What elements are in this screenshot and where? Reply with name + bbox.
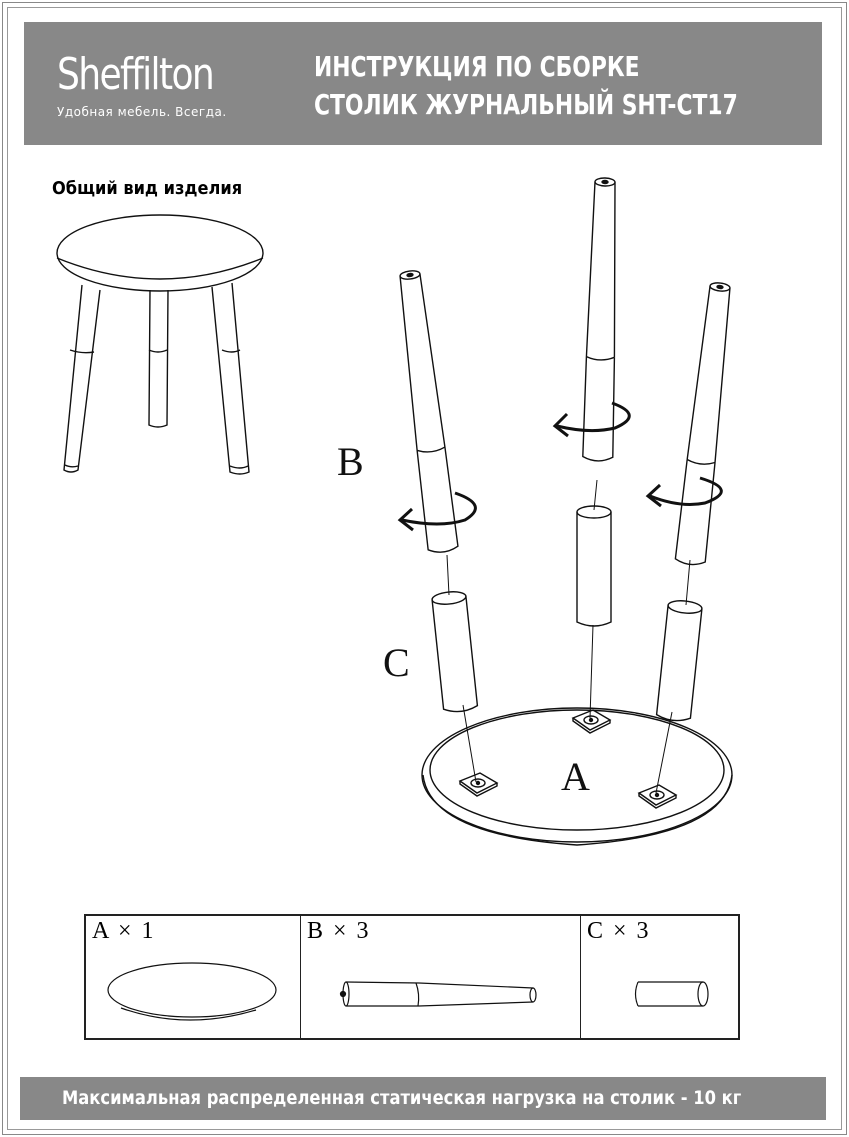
part-c-cell: C × 3 <box>581 916 744 1038</box>
sleeve-c-middle <box>576 505 612 627</box>
part-a-drawing <box>107 962 277 1021</box>
rotate-arrow-icon <box>397 491 477 532</box>
part-a-label: A × 1 <box>92 918 156 944</box>
leg-b-middle <box>582 176 621 462</box>
brand-logo: Sheffilton <box>57 49 215 100</box>
load-notice-text: Максимальная распределенная статическая … <box>62 1087 742 1109</box>
leg-b-left <box>393 268 460 555</box>
part-b-label: B × 3 <box>307 918 371 944</box>
part-b-drawing <box>339 981 537 1007</box>
part-b-cell: B × 3 <box>301 916 581 1038</box>
load-notice-banner: Максимальная распределенная статическая … <box>20 1077 826 1120</box>
label-c: C <box>383 640 410 685</box>
title-line-1: ИНСТРУКЦИЯ ПО СБОРКЕ <box>314 50 640 83</box>
rotate-arrow-icon <box>552 401 631 438</box>
page-border-inner <box>7 7 842 1130</box>
tabletop-a-drawing <box>421 707 733 846</box>
overview-heading: Общий вид изделия <box>52 178 243 199</box>
header-banner: Sheffilton Удобная мебель. Всегда. ИНСТР… <box>24 22 822 145</box>
leg-b-right <box>674 280 737 567</box>
sleeve-c-left <box>430 589 479 714</box>
brand-slogan: Удобная мебель. Всегда. <box>57 105 227 119</box>
label-a: A <box>561 754 590 799</box>
sleeve-c-right <box>655 598 704 723</box>
title-line-2: СТОЛИК ЖУРНАЛЬНЫЙ SHT-CT17 <box>314 88 738 121</box>
document-title: ИНСТРУКЦИЯ ПО СБОРКЕ СТОЛИК ЖУРНАЛЬНЫЙ S… <box>314 48 738 124</box>
part-a-cell: A × 1 <box>86 916 301 1038</box>
rotate-arrow-icon <box>645 476 723 508</box>
parts-list-table: A × 1 B × 3 C × 3 <box>84 914 740 1040</box>
label-b: B <box>337 439 364 484</box>
overview-table-drawing <box>56 214 264 475</box>
part-c-label: C × 3 <box>587 918 651 944</box>
part-c-drawing <box>634 981 709 1007</box>
